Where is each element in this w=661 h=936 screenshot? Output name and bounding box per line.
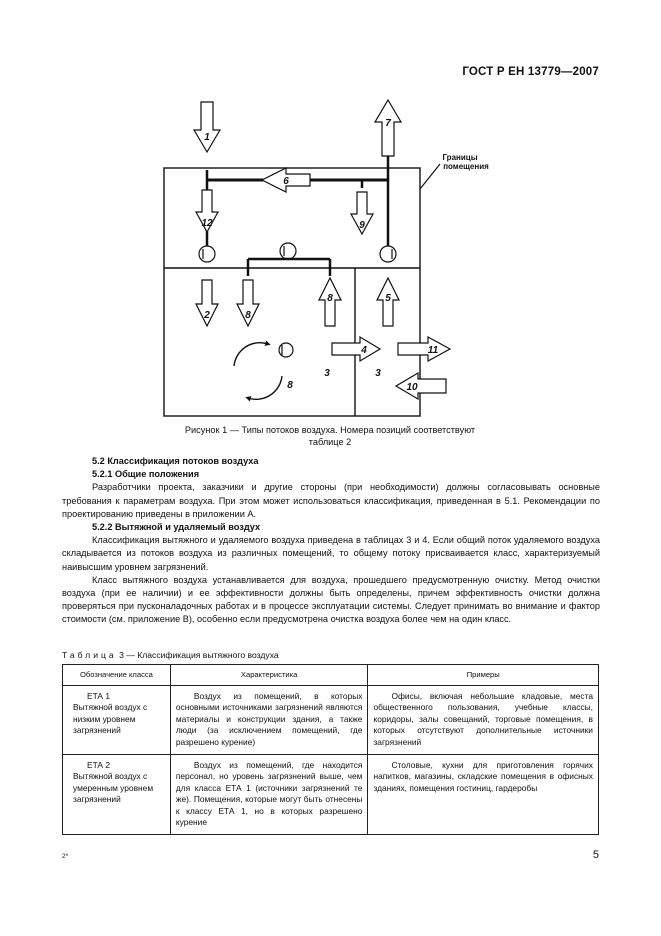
label-7: 7: [385, 118, 391, 129]
label-8a: 8: [245, 310, 251, 321]
page-number: 5: [592, 849, 599, 861]
section-5-2-2-paragraph-1: Классификация вытяжного и удаляемого воз…: [62, 535, 600, 572]
label-11: 11: [428, 345, 439, 356]
characteristic-cell: Воздух из помещений, в которых основными…: [169, 684, 369, 756]
label-12: 12: [201, 218, 213, 229]
label-9: 9: [359, 220, 365, 231]
label-1: 1: [204, 132, 210, 143]
air-flow-diagram: 1 7 6 12 9 2 8 8 5 4 11 10 8 3 3 Границы…: [163, 98, 489, 417]
header-examples: Примеры: [367, 664, 599, 686]
section-5-2-2-title: 5.2.2 Вытяжной и удаляемый воздух: [92, 522, 261, 533]
table-caption-prefix: Таблица: [62, 650, 117, 660]
document-number: ГОСТ Р ЕН 13779—2007: [462, 66, 599, 78]
section-5-2-1-paragraph: Разработчики проекта, заказчики и другие…: [62, 482, 600, 519]
section-5-2-2-paragraph-2: Класс вытяжного воздуха устанавливается …: [62, 574, 600, 625]
class-name: Вытяжной воздух с низким уровнем загрязн…: [73, 702, 148, 736]
class-code: ЕТА 1: [87, 691, 110, 701]
arrow-7-exhaust: [373, 98, 403, 157]
table-row: ЕТА 1 Вытяжной воздух с низким уровнем з…: [62, 684, 599, 756]
class-name: Вытяжной воздух с умеренным уровнем загр…: [73, 771, 154, 805]
label-6: 6: [283, 176, 289, 187]
table-header-row: Обозначение класса Характеристика Пример…: [62, 664, 599, 686]
label-8b: 8: [327, 293, 333, 304]
figure-caption-line2: таблице 2: [308, 437, 352, 447]
table-caption: Таблица 3 — Классификация вытяжного возд…: [62, 650, 279, 660]
figure-caption-line1: Рисунок 1 — Типы потоков воздуха. Номера…: [184, 425, 476, 435]
label-4: 4: [360, 345, 367, 356]
examples-cell: Офисы, включая небольшие кладовые, места…: [367, 684, 599, 756]
header-characteristic: Характеристика: [169, 664, 369, 686]
boundary-label-1: Границы: [442, 153, 477, 162]
characteristic-cell: Воздух из помещений, где находится персо…: [169, 754, 369, 836]
examples-cell: Столовые, кухни для приготовления горячи…: [367, 754, 599, 836]
building-outline: [163, 167, 421, 417]
section-5-2-1-title: 5.2.1 Общие положения: [92, 469, 200, 480]
table-row: ЕТА 2 Вытяжной воздух с умеренным уровне…: [62, 754, 599, 836]
sheet-mark: 2*: [62, 853, 69, 860]
label-2: 2: [203, 310, 210, 321]
figure-air-flows: 1 7 6 12 9 2 8 8 5 4 11 10 8 3 3 Границы…: [150, 96, 510, 420]
label-3b: 3: [375, 368, 381, 379]
class-code: ЕТА 2: [87, 760, 110, 771]
table-caption-text: 3 — Классификация вытяжного воздуха: [119, 650, 279, 660]
table-exhaust-air-classes: Обозначение класса Характеристика Пример…: [62, 664, 599, 836]
header-class: Обозначение класса: [62, 664, 171, 686]
section-5-2-title: 5.2 Классификация потоков воздуха: [92, 456, 259, 466]
arrow-1-outdoor: [192, 101, 222, 154]
label-10: 10: [406, 382, 418, 393]
figure-caption: Рисунок 1 — Типы потоков воздуха. Номера…: [140, 424, 520, 448]
boundary-label-2: помещения: [443, 162, 489, 171]
label-8-local: 8: [287, 380, 293, 391]
class-cell: ЕТА 2 Вытяжной воздух с умеренным уровне…: [62, 754, 171, 836]
body-text: 5.2 Классификация потоков воздуха 5.2.1 …: [62, 455, 600, 627]
arrow-6-recirculation: [260, 167, 311, 193]
label-5: 5: [385, 293, 391, 304]
label-3a: 3: [324, 368, 330, 379]
class-cell: ЕТА 1 Вытяжной воздух с низким уровнем з…: [62, 684, 171, 756]
